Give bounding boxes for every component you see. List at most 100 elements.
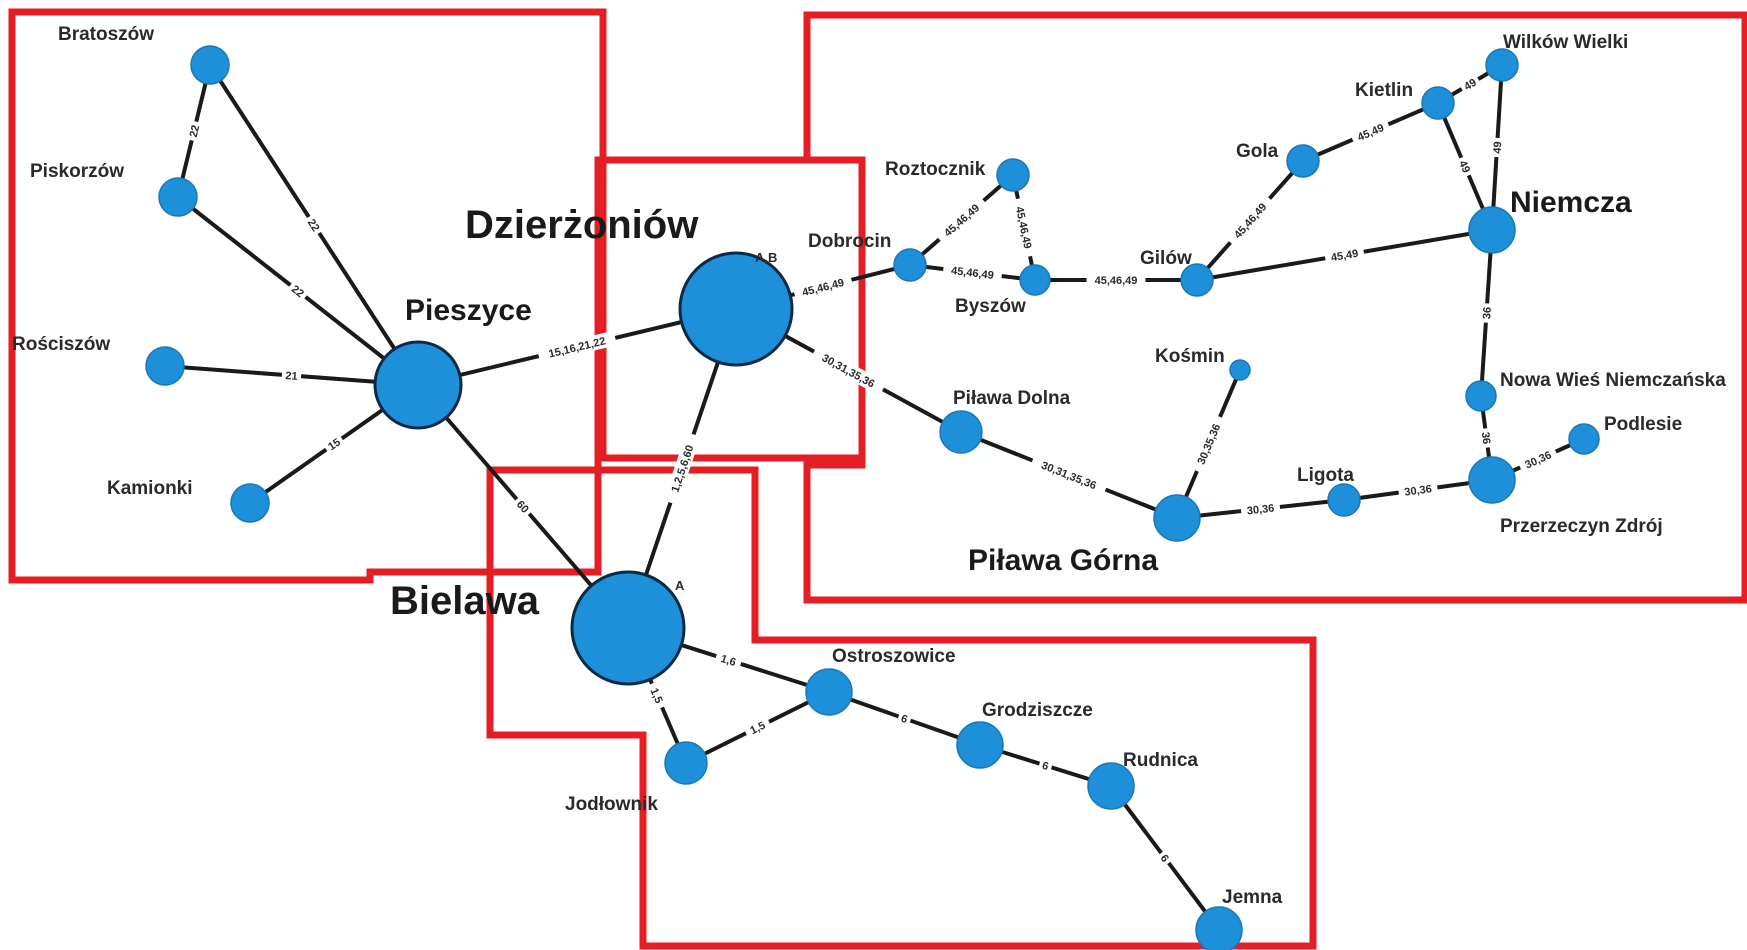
stop-jemna: Jemna bbox=[1195, 887, 1283, 950]
stop-marker bbox=[664, 741, 708, 785]
route-bratoszow-pieszyce: 22 bbox=[208, 63, 420, 387]
stop-marker bbox=[678, 251, 794, 367]
stop-bratoszow: Bratoszów bbox=[58, 24, 230, 85]
route-label-background bbox=[285, 279, 311, 303]
route-piskorzow-pieszyce: 22 bbox=[176, 195, 420, 387]
route-wilkow-wielki-niemcza: 49 bbox=[1488, 63, 1506, 232]
stop-gola: Gola bbox=[1236, 141, 1320, 178]
route-label-background bbox=[1349, 117, 1392, 147]
route-gola-kietlin: 45,49 bbox=[1301, 101, 1440, 163]
route-label-background bbox=[1397, 479, 1439, 501]
route-jodlownik-ostroszowice: 1,5 bbox=[684, 690, 831, 765]
stop-marker bbox=[1229, 359, 1251, 381]
route-label-background bbox=[537, 330, 617, 364]
route-line-numbers: 22 bbox=[305, 217, 322, 234]
stop-dobrocin: Dobrocin bbox=[808, 231, 927, 282]
stop-grodziszcze: Grodziszcze bbox=[956, 700, 1093, 769]
zone-niemcza bbox=[803, 11, 1747, 604]
stop-pilawa-gorna: Piława Górna bbox=[968, 494, 1201, 577]
stop-label: Grodziszcze bbox=[982, 700, 1093, 721]
route-pilawa-gorna-kosmin: 30,35,36 bbox=[1175, 368, 1242, 520]
stop-marker bbox=[1180, 263, 1214, 297]
route-dobrocin-byszow: 45,46,49 bbox=[908, 261, 1037, 284]
stop-marker bbox=[1468, 206, 1516, 254]
station-tag: A,B bbox=[755, 250, 777, 265]
route-line-numbers: 30,36 bbox=[1404, 483, 1433, 499]
stop-marker bbox=[158, 177, 198, 217]
route-label-background bbox=[1086, 272, 1146, 288]
stop-nowa-wies-niemczanska: Nowa Wieś Niemczańska bbox=[1465, 370, 1726, 412]
stop-kosmin: Kośmin bbox=[1155, 346, 1251, 381]
stop-label: Jodłownik bbox=[565, 794, 658, 815]
route-label-background bbox=[184, 119, 204, 143]
route-dobrocin-roztocznik: 45,46,49 bbox=[908, 173, 1015, 267]
route-label-background bbox=[896, 709, 913, 728]
route-label-background bbox=[511, 494, 535, 519]
route-line-numbers: 49 bbox=[1456, 159, 1472, 175]
stop-label: Jemna bbox=[1222, 887, 1283, 908]
route-label-background bbox=[663, 431, 701, 506]
route-label-background bbox=[1155, 848, 1175, 868]
station-tag: A bbox=[675, 578, 685, 593]
stop-label: Przerzeczyn Zdrój bbox=[1500, 516, 1663, 537]
stop-wilkow-wielki: Wilków Wielki bbox=[1485, 32, 1628, 82]
route-label-background bbox=[645, 680, 669, 711]
stop-marker bbox=[1327, 483, 1361, 517]
route-line-numbers: 45,46,49 bbox=[1095, 275, 1138, 287]
route-line-numbers: 6 bbox=[899, 713, 909, 726]
stop-kietlin: Kietlin bbox=[1355, 80, 1455, 120]
stop-label: Rudnica bbox=[1123, 750, 1198, 771]
route-label-background bbox=[302, 212, 326, 238]
route-line-numbers: 30,31,35,36 bbox=[820, 352, 877, 390]
route-label-background bbox=[742, 715, 773, 740]
route-ostroszowice-grodziszcze: 6 bbox=[827, 690, 982, 747]
stop-ligota: Ligota bbox=[1297, 465, 1361, 517]
route-line-numbers: 36 bbox=[1479, 431, 1492, 445]
route-pilawa-gorna-ligota: 30,36 bbox=[1175, 498, 1346, 520]
route-line-numbers: 36 bbox=[1481, 307, 1494, 320]
stop-marker bbox=[373, 340, 463, 430]
route-line-numbers: 15 bbox=[326, 436, 343, 453]
route-line-numbers: 1,5 bbox=[648, 686, 665, 705]
route-rudnica-jemna: 6 bbox=[1109, 784, 1221, 932]
stop-label: Roztocznik bbox=[885, 159, 986, 180]
stop-label: Dobrocin bbox=[808, 231, 891, 252]
stop-przerzeczyn-zdroj: Przerzeczyn Zdrój bbox=[1468, 456, 1663, 537]
route-line-numbers: 22 bbox=[188, 124, 203, 139]
stop-label: Kietlin bbox=[1355, 80, 1413, 101]
stop-label: Gola bbox=[1236, 141, 1279, 162]
zone-pieszyce bbox=[8, 8, 607, 584]
route-label-background bbox=[1029, 453, 1109, 497]
route-bratoszow-piskorzow: 22 bbox=[176, 63, 212, 199]
route-label-background bbox=[1324, 244, 1365, 266]
stop-marker bbox=[956, 721, 1004, 769]
route-line-numbers: 45,49 bbox=[1330, 248, 1359, 264]
route-label-background bbox=[1478, 302, 1495, 324]
route-line-numbers: 6 bbox=[1040, 760, 1049, 773]
route-pilawa-dolna-pilawa-gorna: 30,31,35,36 bbox=[959, 430, 1179, 520]
stop-marker bbox=[570, 570, 686, 686]
stop-marker bbox=[190, 45, 230, 85]
route-label-background bbox=[792, 272, 854, 302]
stop-gilow: Gilów bbox=[1140, 248, 1214, 297]
route-line-numbers: 45,46,49 bbox=[950, 265, 994, 282]
route-label-background bbox=[934, 195, 989, 245]
stop-marker bbox=[1195, 906, 1243, 950]
route-line-numbers: 1,6 bbox=[719, 653, 737, 669]
stop-marker bbox=[1286, 144, 1320, 178]
route-niemcza-nowa-wies-niemczanska: 36 bbox=[1478, 228, 1495, 398]
stop-label: Bielawa bbox=[390, 579, 540, 623]
route-label-background bbox=[321, 432, 347, 456]
stop-marker bbox=[1568, 423, 1600, 455]
route-line-numbers: 30,36 bbox=[1246, 503, 1275, 518]
stop-jodlownik: Jodłownik bbox=[565, 741, 708, 815]
stop-label: Kamionki bbox=[107, 478, 193, 499]
stop-label: Rościszów bbox=[12, 334, 110, 355]
stop-label: Gilów bbox=[1140, 248, 1192, 269]
stop-marker bbox=[1468, 456, 1516, 504]
stop-label: Dzierżoniów bbox=[465, 203, 699, 247]
route-gilow-gola: 45,46,49 bbox=[1195, 159, 1305, 282]
stop-marker bbox=[805, 668, 853, 716]
